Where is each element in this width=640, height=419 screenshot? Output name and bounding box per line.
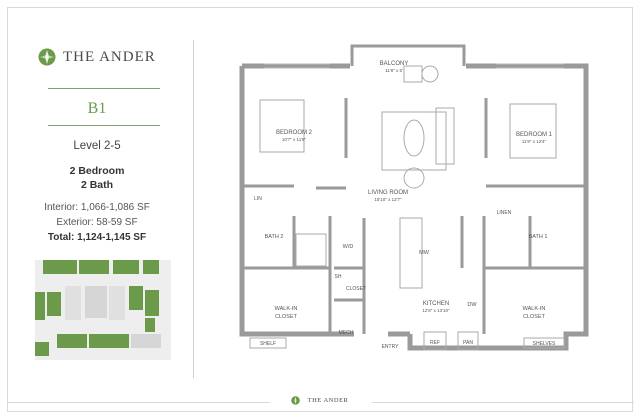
room-kitchen-name: KITCHEN [423,301,449,307]
label-shelves: SHELVES [533,341,556,347]
page-footer: THE ANDER [8,396,634,405]
room-bedroom2-dims: 10'7" x 11'8" [282,137,307,142]
label-pan: PAN [463,340,473,346]
footer-rule-left [8,402,270,403]
label-walkin-right: WALK-IN [523,306,546,312]
floorplan-sheet: THE ANDER B1 Level 2-5 2 Bedroom 2 Bath … [7,7,634,412]
label-bath1: BATH 1 [529,234,548,240]
bath-count: 2 Bath [80,179,114,191]
footer-rule-right [372,402,634,403]
label-lin: LIN [254,196,262,202]
room-bedroom1-name: BEDROOM 1 [516,132,553,138]
exterior-sf: Exterior: 58-59 SF [56,217,138,228]
brand-name: THE ANDER [63,48,156,65]
bedroom-count: 2 Bedroom [69,165,125,177]
label-walkin-right-closet: CLOSET [523,314,546,320]
unit-name: B1 [87,100,107,117]
label-ref: REF [430,340,440,346]
room-kitchen-dims: 12'8" x 13'10" [422,308,450,313]
room-living-name: LIVING ROOM [368,190,408,196]
total-sf: Total: 1,124-1,145 SF [47,232,147,243]
label-bath2: BATH 2 [265,234,284,240]
label-walkin-left-closet: CLOSET [275,314,298,320]
room-balcony-name: BALCONY [380,61,409,67]
label-shelf: SHELF [260,341,276,347]
interior-sf: Interior: 1,066-1,086 SF [44,202,150,213]
footer-leaf-icon [290,396,300,405]
footer-brand: THE ANDER [304,397,352,404]
label-mech: MECH [339,330,354,336]
label-sh: SH [335,274,342,280]
bed-bath: 2 Bedroom 2 Bath [8,164,186,192]
key-plan-map [35,260,171,360]
divider-top [48,88,160,89]
label-mw: MW [419,250,430,256]
unit-level: Level 2-5 [73,140,121,152]
divider-bottom [48,125,160,126]
brand-logo: THE ANDER [38,48,156,66]
leaf-logo-icon [38,48,56,66]
label-wd: W/D [343,244,354,250]
label-dw: DW [467,302,477,308]
room-bedroom2-name: BEDROOM 2 [276,130,313,136]
floor-plan-drawing: BALCONY 11'8" x 5' BEDROOM 2 10'7" x 11'… [239,44,589,351]
vertical-divider [193,40,194,378]
unit-info-panel: THE ANDER B1 Level 2-5 2 Bedroom 2 Bath … [8,8,186,411]
label-entry: ENTRY [382,344,400,350]
label-linen: LINEN [497,210,512,216]
label-closet: CLOSET [346,286,366,292]
room-bedroom1-dims: 11'8" x 12'4" [522,139,547,144]
label-walkin-left: WALK-IN [275,306,298,312]
square-footage: Interior: 1,066-1,086 SF Exterior: 58-59… [8,200,186,245]
room-balcony-dims: 11'8" x 5' [385,68,403,73]
room-living-dims: 15'10" x 12'7" [374,197,402,202]
